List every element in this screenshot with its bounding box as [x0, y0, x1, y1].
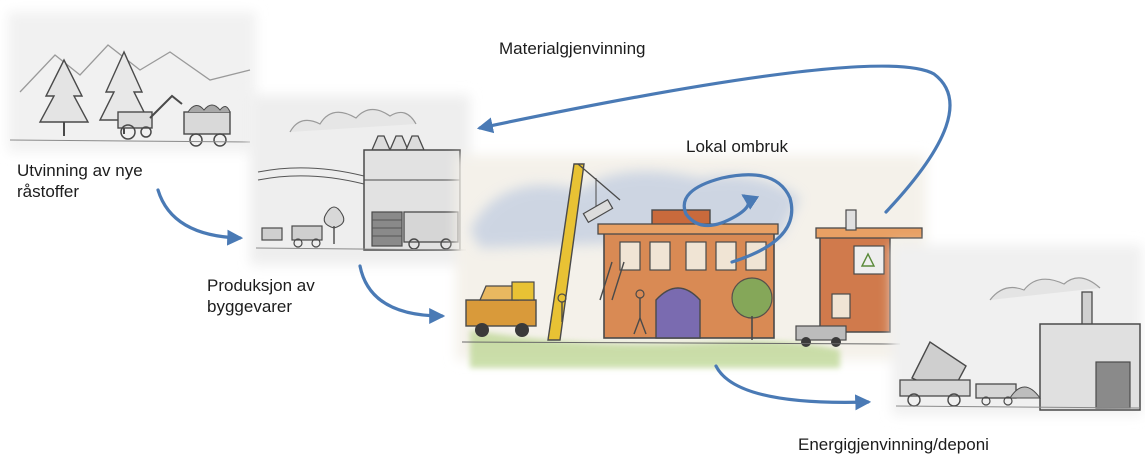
extraction-label: Utvinning av nye råstoffer: [17, 160, 143, 202]
arrow-material-recycling: [476, 64, 952, 214]
construction-sketch: [456, 155, 926, 368]
arrow-production-to-construction: [358, 264, 446, 324]
local-reuse-label: Lokal ombruk: [686, 137, 789, 156]
production-label: Produksjon av byggevarer: [207, 275, 315, 317]
production-sketch: [250, 95, 470, 265]
arrow-construction-to-energy: [714, 364, 872, 411]
arrow-local-reuse: [682, 173, 794, 264]
arrow-extraction-to-production: [156, 188, 244, 246]
extraction-sketch: [8, 12, 256, 152]
extraction-label-line1: Utvinning av nye: [17, 161, 143, 180]
production-label-line2: byggevarer: [207, 297, 293, 316]
energy-recovery-label: Energigjenvinning/deponi: [798, 435, 989, 454]
flow-arrows: [156, 64, 952, 411]
extraction-label-line2: råstoffer: [17, 182, 80, 201]
material-recycling-label: Materialgjenvinning: [499, 39, 646, 58]
production-label-line1: Produksjon av: [207, 276, 315, 295]
energy-recovery-sketch: [892, 245, 1142, 415]
